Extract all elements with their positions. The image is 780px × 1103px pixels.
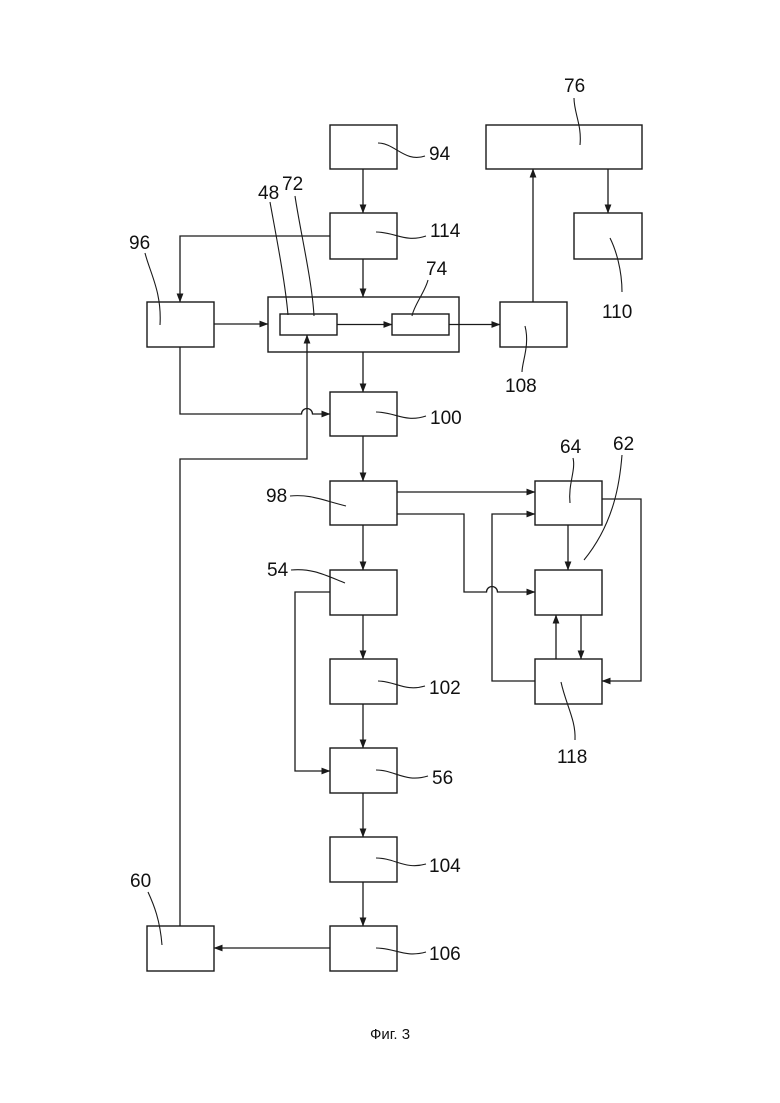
label-74: 74 xyxy=(426,259,448,280)
block-72 xyxy=(280,314,337,335)
block-62 xyxy=(535,570,602,615)
label-62: 62 xyxy=(613,434,634,455)
block-54 xyxy=(330,570,397,615)
arrow-98-to-62 xyxy=(397,514,535,592)
label-60: 60 xyxy=(130,871,151,892)
label-114: 114 xyxy=(430,221,461,242)
block-94 xyxy=(330,125,397,169)
label-104: 104 xyxy=(429,856,461,877)
block-118 xyxy=(535,659,602,704)
label-56: 56 xyxy=(432,768,453,789)
arrow-54-to-56-bypass xyxy=(295,592,330,771)
label-54: 54 xyxy=(267,560,289,581)
block-106 xyxy=(330,926,397,971)
block-98 xyxy=(330,481,397,525)
block-100 xyxy=(330,392,397,436)
block-114 xyxy=(330,213,397,259)
label-48: 48 xyxy=(258,183,279,204)
label-106: 106 xyxy=(429,944,461,965)
block-108 xyxy=(500,302,567,347)
label-72: 72 xyxy=(282,174,303,195)
block-56 xyxy=(330,748,397,793)
arrow-118-to-64 xyxy=(492,514,535,681)
block-110 xyxy=(574,213,642,259)
label-108: 108 xyxy=(505,376,537,397)
block-76 xyxy=(486,125,642,169)
label-96: 96 xyxy=(129,233,150,254)
label-94: 94 xyxy=(429,144,451,165)
block-102 xyxy=(330,659,397,704)
figure-caption: Фиг. 3 xyxy=(370,1026,410,1043)
block-64 xyxy=(535,481,602,525)
label-98: 98 xyxy=(266,486,287,507)
block-96 xyxy=(147,302,214,347)
label-64: 64 xyxy=(560,437,582,458)
block-60 xyxy=(147,926,214,971)
block-74 xyxy=(392,314,449,335)
arrow-60-to-72 xyxy=(180,335,307,926)
label-110: 110 xyxy=(602,302,632,323)
arrow-64-to-118 xyxy=(602,499,641,681)
label-102: 102 xyxy=(429,678,461,699)
label-118: 118 xyxy=(557,747,587,768)
label-76: 76 xyxy=(564,76,585,97)
label-100: 100 xyxy=(430,408,462,429)
